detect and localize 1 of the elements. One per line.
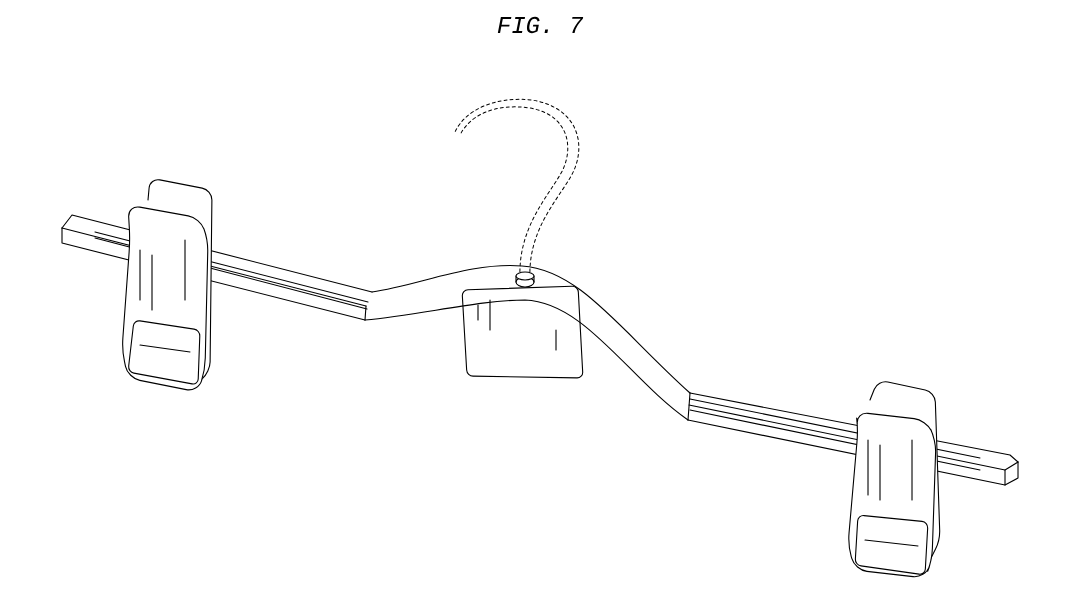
figure-label: FIG. 7	[497, 16, 584, 34]
